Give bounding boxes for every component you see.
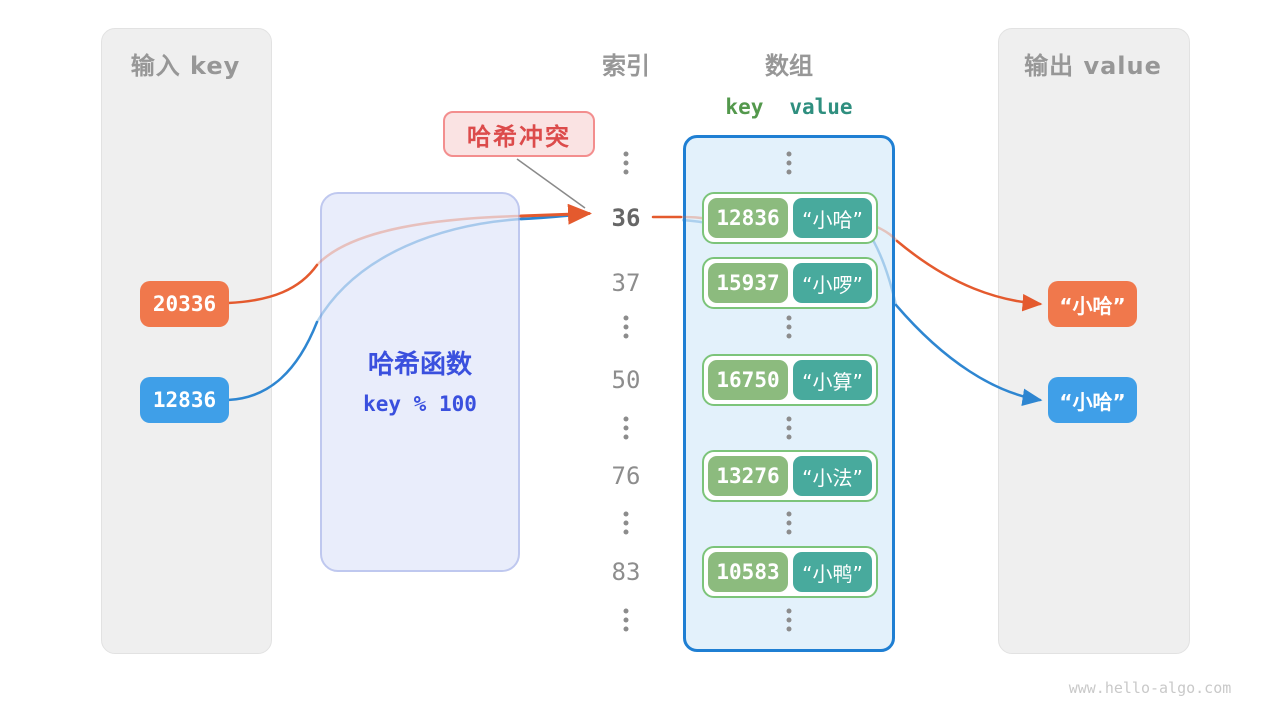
output-value-orange: “小哈” [1048, 281, 1137, 327]
index-36: 36 [611, 204, 641, 232]
array-entry-76: 13276 “小法” [702, 450, 878, 502]
output-panel [998, 28, 1190, 654]
ellipsis-icon [623, 520, 629, 526]
entry-key: 13276 [708, 456, 788, 496]
array-entry-50: 16750 “小算” [702, 354, 878, 406]
ellipsis-icon [786, 520, 792, 526]
ellipsis-icon [786, 425, 792, 431]
ellipsis-icon [623, 425, 629, 431]
entry-value: “小法” [793, 456, 872, 496]
entry-key: 15937 [708, 263, 788, 303]
array-title: 数组 [765, 52, 813, 80]
array-entry-83: 10583 “小鸭” [702, 546, 878, 598]
entry-value: “小哈” [793, 198, 872, 238]
ellipsis-icon [623, 324, 629, 330]
index-83: 83 [611, 558, 641, 586]
watermark: www.hello-algo.com [1068, 679, 1232, 697]
value-header-label: value [789, 95, 853, 119]
array-entry-37: 15937 “小啰” [702, 257, 878, 309]
collision-connector-line [516, 158, 586, 209]
hash-function-title: 哈希函数 [367, 350, 472, 380]
arrow-hash-to-index-orange [519, 203, 592, 225]
ellipsis-icon [623, 617, 629, 623]
array-kv-header: key value [683, 95, 895, 119]
input-key-20336: 20336 [140, 281, 229, 327]
index-50: 50 [611, 366, 641, 394]
hash-function-box [320, 192, 520, 572]
hash-function-formula: key % 100 [363, 392, 477, 416]
output-panel-title: 输出 value [1024, 52, 1162, 80]
index-37: 37 [611, 269, 641, 297]
ellipsis-icon [786, 324, 792, 330]
arrow-hash-to-index-blue [519, 212, 587, 221]
input-panel-title: 输入 key [130, 52, 241, 80]
array-entry-36: 12836 “小哈” [702, 192, 878, 244]
input-panel [101, 28, 272, 654]
input-key-12836: 12836 [140, 377, 229, 423]
output-value-blue: “小哈” [1048, 377, 1137, 423]
index-column-title: 索引 [602, 52, 650, 80]
entry-value: “小啰” [793, 263, 872, 303]
entry-key: 12836 [708, 198, 788, 238]
key-header-label: key [725, 95, 764, 119]
index-76: 76 [611, 462, 641, 490]
ellipsis-icon [786, 160, 792, 166]
hash-collision-badge: 哈希冲突 [443, 111, 595, 157]
entry-key: 16750 [708, 360, 788, 400]
ellipsis-icon [786, 617, 792, 623]
entry-key: 10583 [708, 552, 788, 592]
entry-value: “小算” [793, 360, 872, 400]
entry-value: “小鸭” [793, 552, 872, 592]
ellipsis-icon [623, 160, 629, 166]
